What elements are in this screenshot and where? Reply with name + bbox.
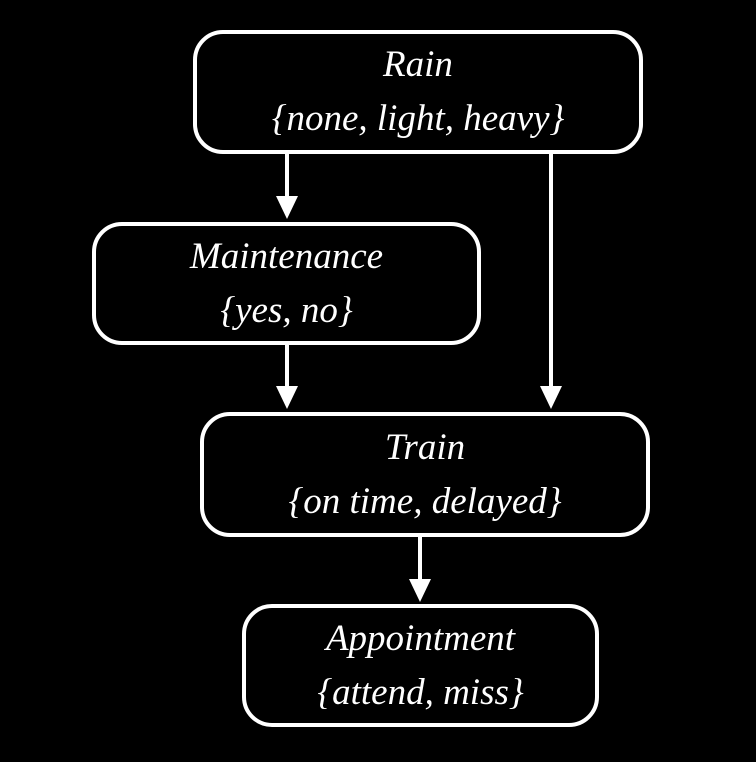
- node-rain-values: {none, light, heavy}: [271, 98, 565, 139]
- node-train-title: Train: [384, 426, 466, 468]
- node-rain: Rain {none, light, heavy}: [193, 30, 643, 154]
- node-appointment: Appointment {attend, miss}: [242, 604, 599, 727]
- node-appointment-title: Appointment: [325, 617, 516, 659]
- node-train-values: {on time, delayed}: [288, 480, 562, 522]
- node-train: Train {on time, delayed}: [200, 412, 650, 537]
- arrow-train-to-appointment: [409, 537, 431, 602]
- node-maintenance: Maintenance {yes, no}: [92, 222, 481, 345]
- arrow-rain-to-train: [540, 154, 562, 409]
- node-maintenance-title: Maintenance: [189, 235, 384, 277]
- node-maintenance-values: {yes, no}: [220, 289, 353, 331]
- arrow-rain-to-maintenance: [276, 154, 298, 219]
- arrow-maintenance-to-train: [276, 345, 298, 409]
- node-rain-title: Rain: [383, 44, 453, 86]
- node-appointment-values: {attend, miss}: [317, 671, 524, 713]
